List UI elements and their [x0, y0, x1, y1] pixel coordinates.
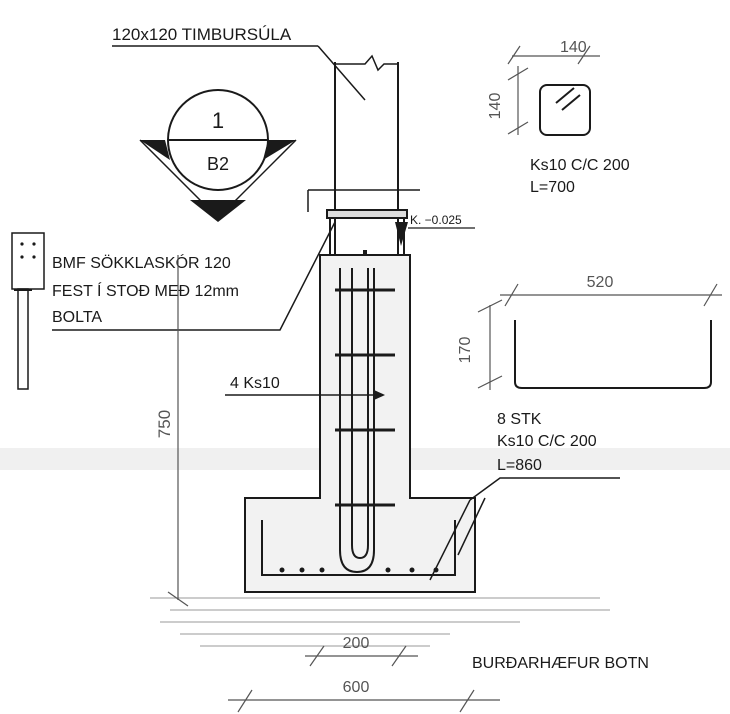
stirrup-shape: [539, 84, 591, 136]
stirrup-length: L=700: [530, 179, 575, 196]
stirrup-dims: [507, 45, 600, 135]
footing-rebar: [261, 520, 456, 576]
pier-stirrups: [335, 288, 395, 507]
ubar-leader-b: [457, 497, 486, 556]
ubar-length: L=860: [497, 457, 542, 474]
detail-number: 1: [212, 108, 224, 133]
pier-width: 200: [343, 635, 370, 652]
concrete-body: [244, 254, 476, 593]
pier-rebar: [339, 268, 375, 574]
soil-label: BURÐARHÆFUR BOTN: [472, 655, 649, 672]
level-arrow: [395, 222, 408, 246]
height-tick: [167, 591, 189, 607]
bars-arrow: [374, 390, 385, 400]
shoe-label-line3: BOLTA: [52, 309, 102, 326]
shoe-label-line1: BMF SÖKKLASKÓR 120: [52, 253, 231, 272]
bars-label: 4 Ks10: [230, 375, 280, 392]
stirrup-width: 140: [560, 39, 587, 56]
stirrup-hook: [555, 87, 575, 104]
detail-sheet: B2: [207, 154, 229, 174]
height-label: 750: [155, 410, 174, 438]
ubar-count: 8 STK: [497, 411, 542, 428]
ubar-leader-a: [429, 499, 471, 581]
ubar-height: 170: [457, 337, 474, 364]
ubar-spec: Ks10 C/C 200: [497, 433, 597, 450]
footing-width: 600: [343, 679, 370, 696]
timber-column: [334, 54, 399, 255]
stirrup-height: 140: [487, 93, 504, 120]
stirrup-spec: Ks10 C/C 200: [530, 157, 630, 174]
ubar-width: 520: [587, 274, 614, 291]
section-marker: [139, 89, 297, 222]
shoe-icon: [11, 232, 45, 390]
shoe-leader: [52, 221, 336, 331]
shoe-label-line2: FEST Í STOÐ MEÐ 12mm: [52, 281, 239, 300]
ground-hatch: [150, 597, 610, 647]
ubar-leader: [469, 477, 620, 501]
level-label: K. −0.025: [410, 213, 462, 227]
ubar-dims: [477, 283, 722, 390]
bottom-dims: [228, 645, 500, 713]
stirrup-hook-2: [561, 94, 581, 111]
footing-bar-dots: [279, 567, 439, 573]
column-leader: [317, 45, 366, 101]
ubar-shape: [514, 320, 712, 389]
column-label: 120x120 TIMBURSÚLA: [112, 25, 292, 44]
